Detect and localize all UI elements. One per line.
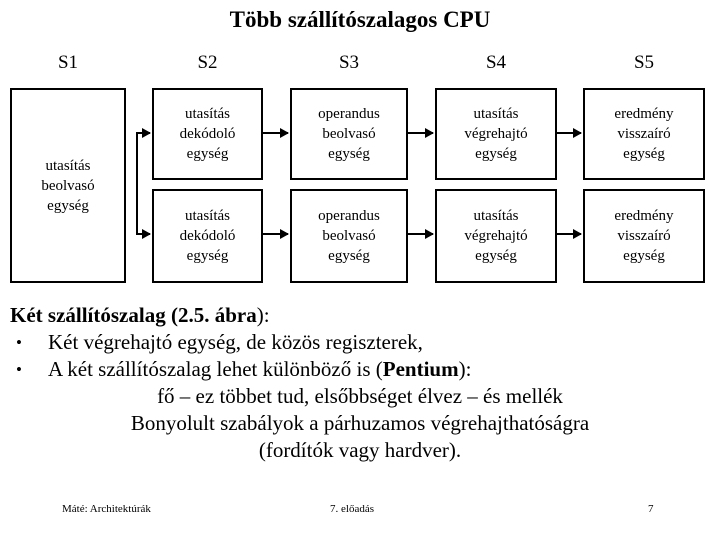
unit-box-p2-s3-operand-fetch: operandus beolvasó egység (290, 189, 408, 283)
stage-label-s4: S4 (485, 52, 507, 73)
unit-line: dekódoló (179, 126, 236, 142)
stage-label-s2: S2 (197, 52, 218, 73)
body-text-block: Két szállítószalag (2.5. ábra): • Két vé… (0, 302, 720, 464)
unit-line: végrehajtó (464, 126, 528, 142)
unit-box-p2-s2-decode: utasítás dekódoló egység (152, 189, 263, 283)
unit-line: beolvasó (322, 228, 376, 244)
bullet-item-2-text-bold: Pentium (382, 357, 459, 381)
bullet-item-2-text-post: ): (458, 357, 472, 381)
unit-box-p1-s3-operand-fetch: operandus beolvasó egység (290, 88, 408, 180)
arrow-p1-s2-to-s3 (263, 128, 289, 138)
arrow-p1-s3-to-s4 (408, 128, 434, 138)
unit-line: egység (186, 146, 229, 162)
body-heading-tail: ): (256, 303, 270, 327)
pipeline-diagram: utasítás beolvasó egység utasítás dekódo… (10, 88, 705, 283)
unit-line: egység (328, 146, 370, 162)
unit-line: utasítás (45, 157, 91, 174)
arrow-p2-s4-to-s5 (557, 229, 582, 239)
body-line-4: Bonyolult szabályok a párhuzamos végreha… (130, 411, 590, 435)
stage-label-s5: S5 (633, 52, 655, 73)
stage-label-s3: S3 (338, 52, 360, 73)
arrow-p1-s4-to-s5 (557, 128, 582, 138)
unit-box-p1-s2-decode: utasítás dekódoló egység (152, 88, 263, 180)
unit-line: operandus (318, 208, 380, 224)
footer-author: Máté: Architektúrák (62, 503, 151, 515)
branch-stem (136, 132, 138, 234)
unit-line: beolvasó (322, 126, 376, 142)
unit-line: végrehajtó (464, 228, 528, 244)
slide-footer: Máté: Architektúrák 7. előadás 7 (0, 498, 720, 520)
stage-label-s1: S1 (57, 52, 79, 73)
unit-line: utasítás (473, 208, 519, 224)
unit-line: egység (47, 197, 89, 214)
unit-box-s1-instruction-fetch: utasítás beolvasó egység (10, 88, 126, 283)
arrow-s1-to-p1s2 (136, 128, 151, 138)
unit-line: operandus (318, 106, 380, 122)
bullet-item-1: • Két végrehajtó egység, de közös regisz… (0, 329, 720, 356)
unit-box-p1-s5-writeback: eredmény visszaíró egység (583, 88, 705, 180)
bullet-icon: • (16, 360, 22, 379)
unit-line: eredmény (614, 106, 674, 122)
footer-lecture: 7. előadás (330, 503, 374, 515)
bullet-item-1-text: Két végrehajtó egység, de közös regiszte… (48, 330, 423, 354)
unit-line: utasítás (185, 208, 230, 224)
arrow-p2-s2-to-s3 (263, 229, 289, 239)
unit-line: utasítás (473, 106, 519, 122)
arrow-s1-to-p2s2 (136, 229, 151, 239)
body-heading-bold: Két szállítószalag (2.5. ábra (10, 303, 257, 327)
body-line-5: (fordítók vagy hardver). (258, 438, 462, 462)
bullet-icon: • (16, 333, 22, 352)
unit-box-p1-s4-execute: utasítás végrehajtó egység (435, 88, 557, 180)
unit-line: egység (186, 248, 229, 264)
unit-line: egység (475, 248, 517, 264)
bullet-item-2-text-pre: A két szállítószalag lehet különböző is … (48, 357, 383, 381)
unit-line: visszaíró (617, 126, 671, 142)
unit-box-p2-s5-writeback: eredmény visszaíró egység (583, 189, 705, 283)
unit-line: egység (328, 248, 370, 264)
unit-line: beolvasó (41, 177, 95, 194)
unit-line: dekódoló (179, 228, 236, 244)
body-heading: Két szállítószalag (2.5. ábra): (0, 302, 720, 329)
unit-line: egység (623, 248, 665, 264)
unit-box-p2-s4-execute: utasítás végrehajtó egység (435, 189, 557, 283)
body-line-3: fő – ez többet tud, elsőbbséget élvez – … (157, 384, 563, 408)
footer-page-number: 7 (648, 503, 654, 515)
bullet-item-2: • A két szállítószalag lehet különböző is… (0, 356, 720, 383)
page-title: Több szállítószalagos CPU (229, 7, 491, 32)
unit-line: egység (623, 146, 665, 162)
unit-line: eredmény (614, 208, 674, 224)
unit-line: egység (475, 146, 517, 162)
arrow-p2-s3-to-s4 (408, 229, 434, 239)
unit-line: utasítás (185, 106, 230, 122)
unit-line: visszaíró (617, 228, 671, 244)
